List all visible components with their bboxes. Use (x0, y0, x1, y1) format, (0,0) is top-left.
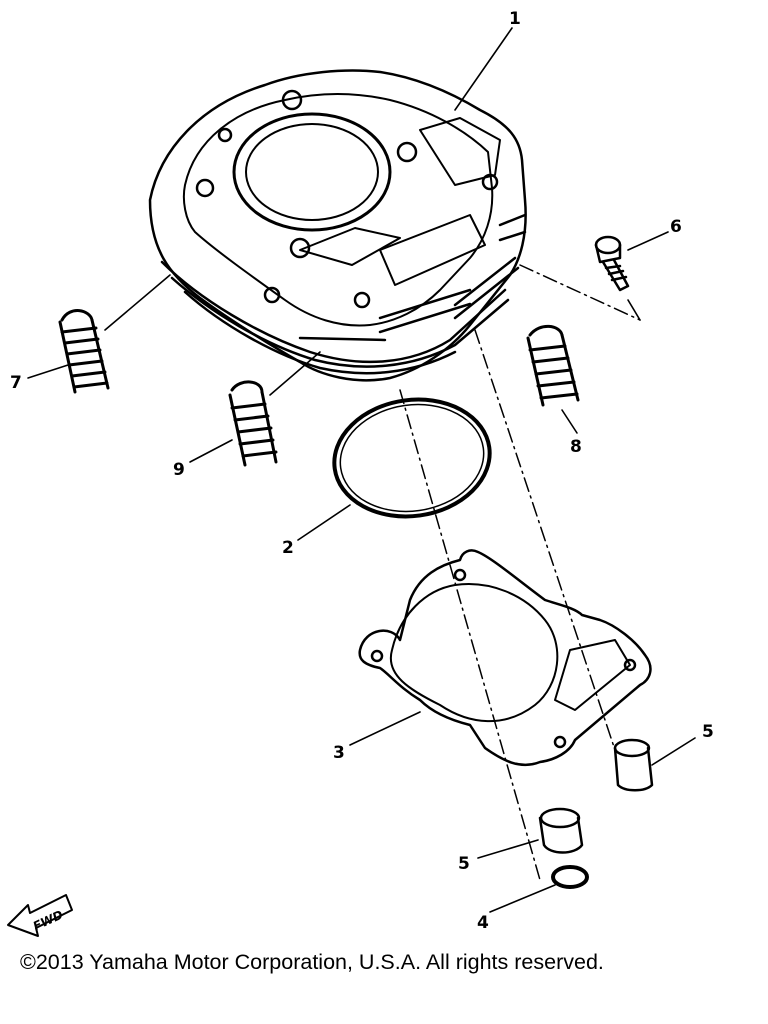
callout-6: 6 (670, 217, 682, 237)
o-ring (332, 397, 492, 519)
leader-lines (27, 27, 696, 913)
callout-4: 4 (477, 913, 489, 933)
dowel-pin (613, 738, 654, 792)
small-o-ring (551, 865, 589, 889)
callout-9: 9 (173, 460, 185, 480)
alignment-lines (399, 264, 641, 881)
copyright-notice: ©2013 Yamaha Motor Corporation, U.S.A. A… (20, 950, 604, 974)
callout-8: 8 (570, 437, 582, 457)
spring (228, 380, 278, 467)
fwd-label: FWD (31, 908, 65, 934)
spring (526, 324, 580, 407)
callout-1: 1 (509, 9, 521, 29)
callout-7: 7 (10, 373, 22, 393)
callout-3: 3 (333, 743, 345, 763)
spring (58, 309, 110, 394)
callout-5a: 5 (458, 854, 470, 874)
cylinder (148, 69, 527, 382)
callout-5b: 5 (702, 722, 714, 742)
callout-2: 2 (282, 538, 294, 558)
fwd-arrow-icon: FWD (7, 894, 73, 937)
bolt (594, 235, 630, 292)
cylinder-gasket (358, 549, 652, 767)
dowel-pin (538, 807, 584, 854)
